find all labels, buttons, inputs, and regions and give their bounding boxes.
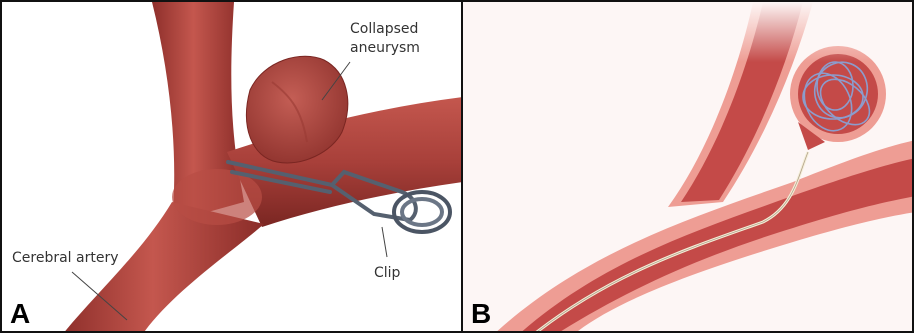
clip-label: Clip bbox=[374, 265, 400, 282]
panel-a-letter: A bbox=[10, 299, 30, 329]
panel-b-letter: B bbox=[471, 299, 491, 329]
aneurysm-label-line-2: aneurysm bbox=[350, 40, 420, 57]
panel-b: B bbox=[461, 0, 914, 333]
panel-a: Collapsed aneurysm Cerebral artery Clip … bbox=[0, 0, 463, 333]
aneurysm-label-line-1: Collapsed bbox=[350, 21, 418, 38]
clip-leader-line bbox=[382, 227, 387, 257]
coiling-illustration bbox=[463, 2, 914, 333]
artery-label: Cerebral artery bbox=[12, 250, 119, 267]
